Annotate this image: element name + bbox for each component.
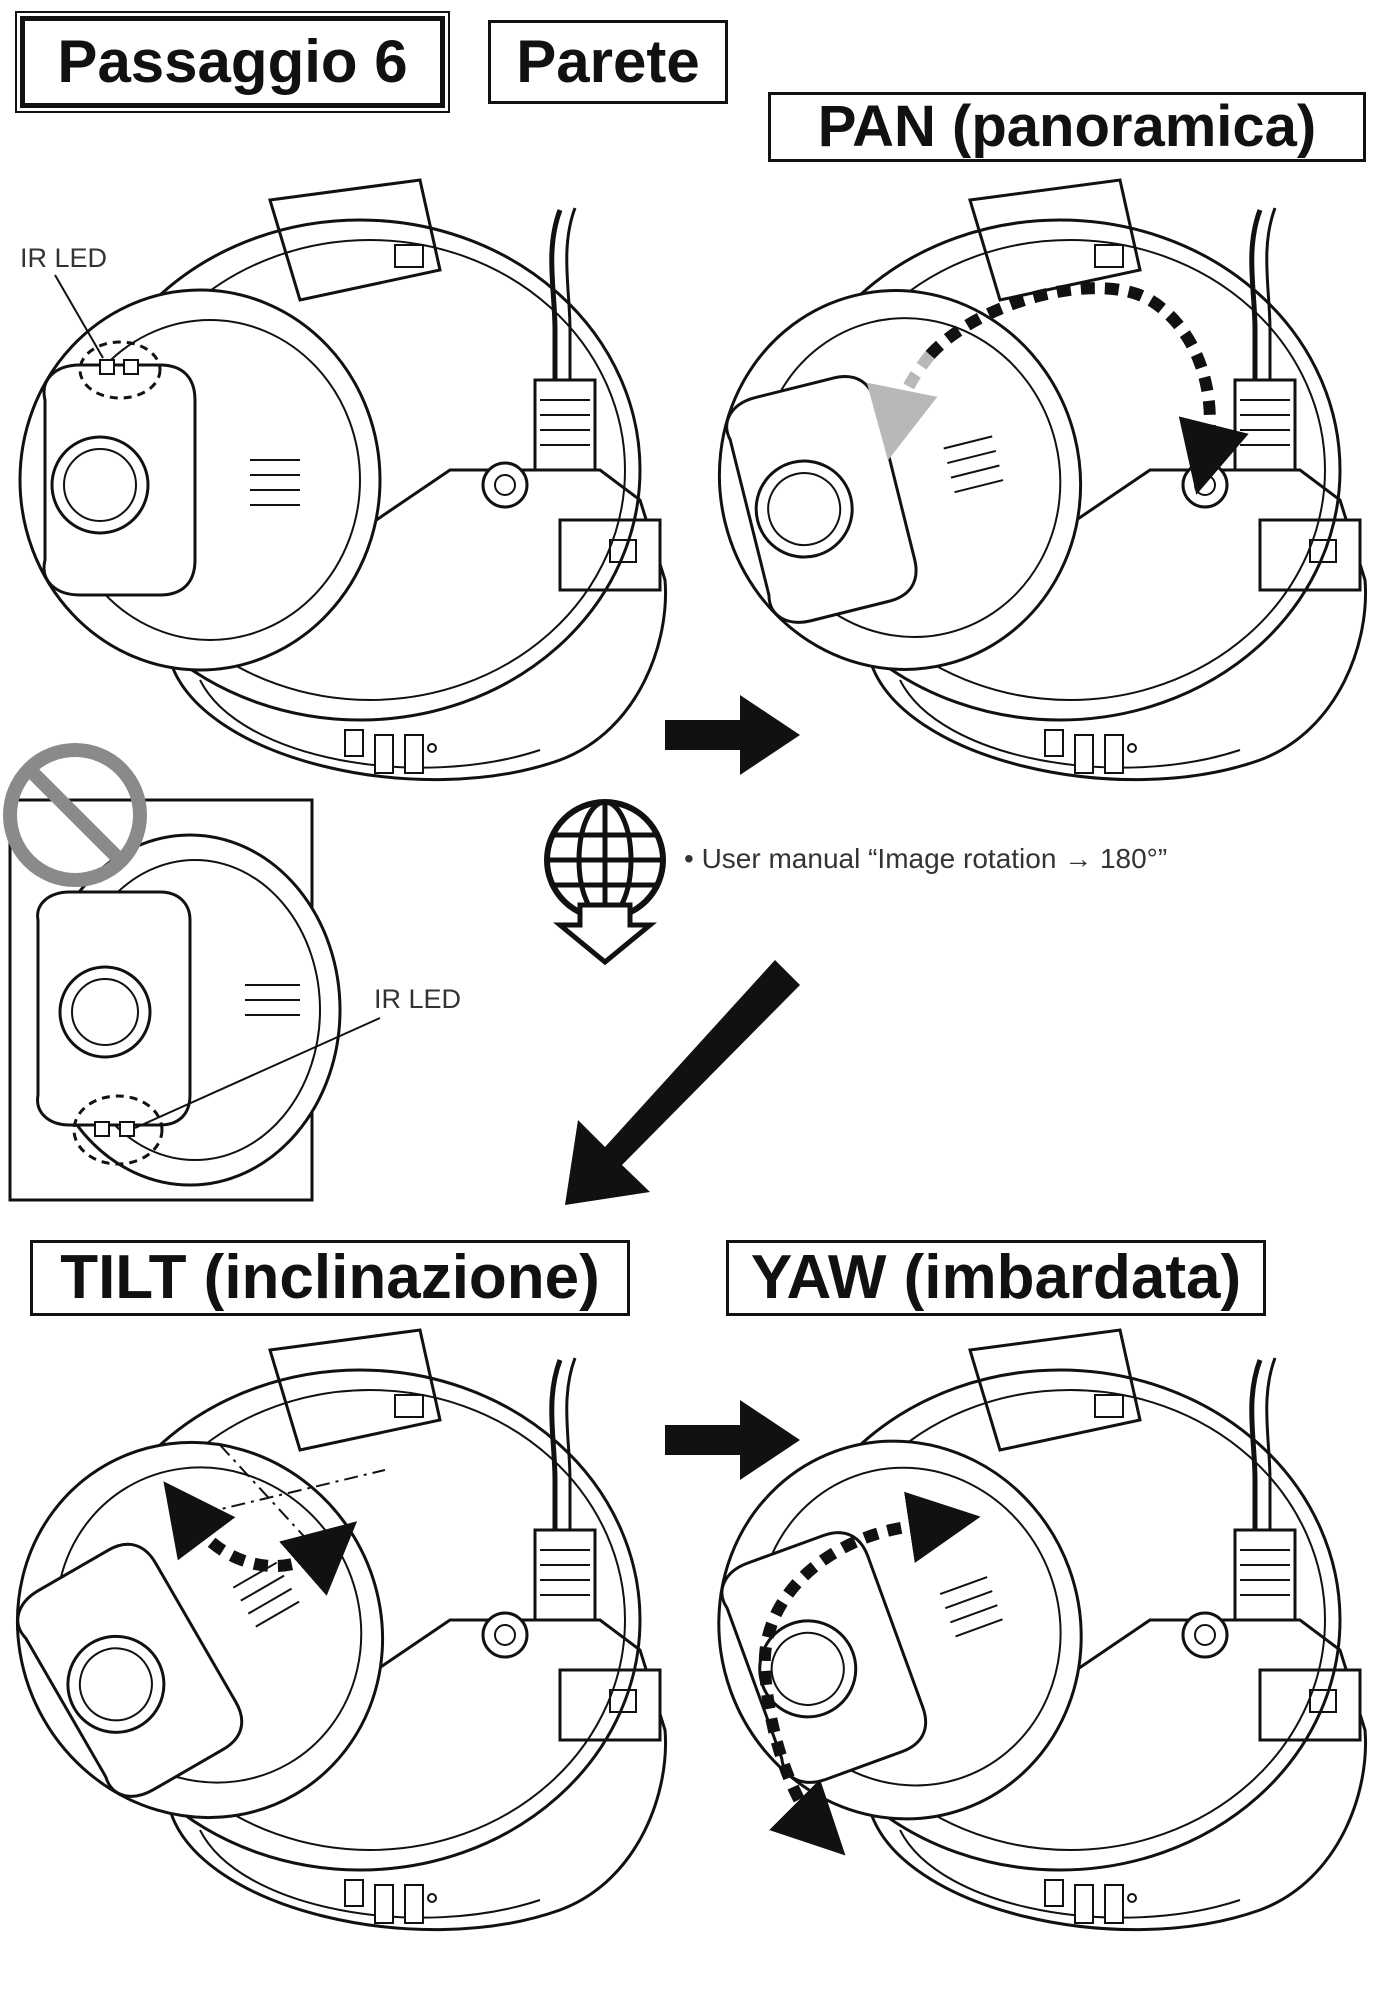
step-title: Passaggio 6 [15, 11, 450, 113]
arrow-to-yaw [665, 1400, 800, 1480]
camera-yaw-illustration [664, 1330, 1366, 1930]
manual-note: • User manual “Image rotation → 180°” [684, 843, 1168, 874]
tilt-title: TILT (inclinazione) [30, 1240, 630, 1316]
camera-initial-illustration [18, 180, 666, 780]
prohibited-icon [3, 743, 147, 887]
ir-led-label: IR LED [20, 243, 108, 273]
pan-title: PAN (panoramica) [768, 92, 1366, 162]
location-title: Parete [488, 20, 728, 104]
camera-pan-illustration [677, 180, 1365, 780]
incorrect-orientation-inset [8, 798, 381, 1202]
yaw-title: YAW (imbardata) [726, 1240, 1266, 1316]
arrow-to-tilt [565, 960, 800, 1205]
globe-download-icon [544, 799, 666, 966]
arrow-to-pan [665, 695, 800, 775]
ir-led-label-inset: IR LED [374, 984, 462, 1014]
camera-tilt-illustration [0, 1330, 666, 1930]
